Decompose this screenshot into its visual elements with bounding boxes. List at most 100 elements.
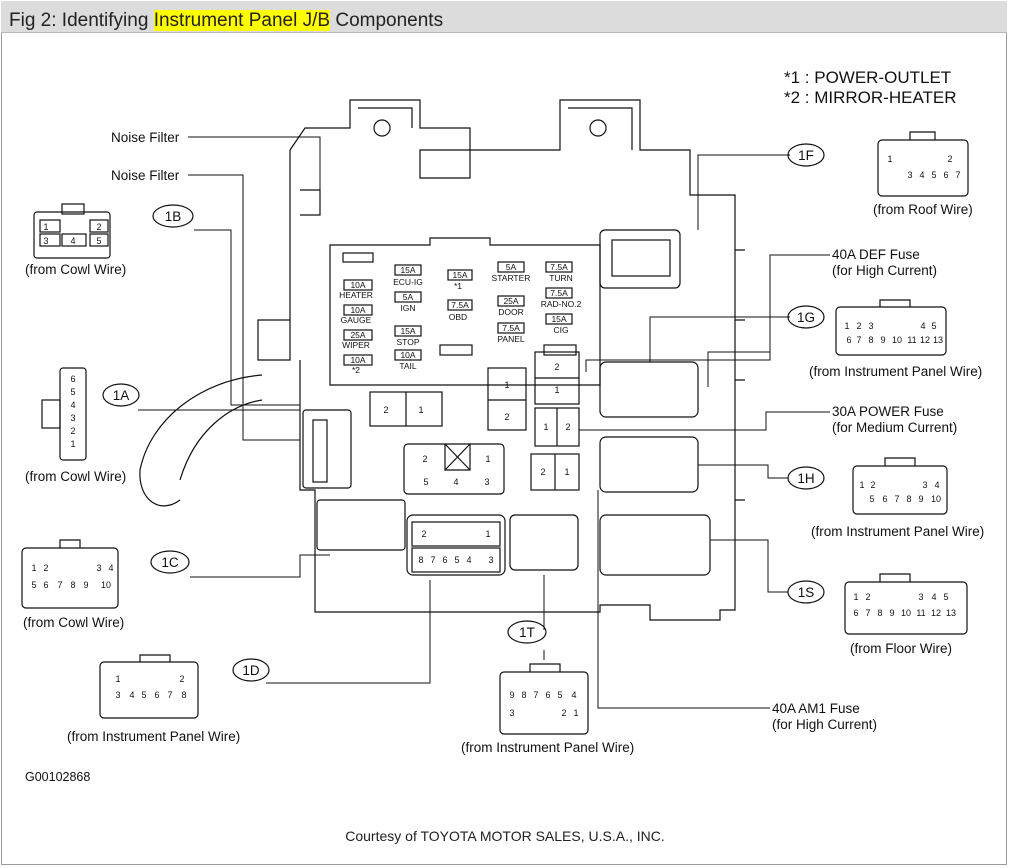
def-fuse-label: 40A DEF Fuse bbox=[832, 247, 920, 262]
svg-text:2: 2 bbox=[947, 154, 952, 164]
svg-text:1: 1 bbox=[504, 380, 509, 390]
fuse-door-amp: 25A bbox=[503, 296, 518, 306]
svg-text:3: 3 bbox=[922, 480, 927, 490]
svg-text:1: 1 bbox=[564, 467, 569, 477]
tag-1g: 1G bbox=[797, 310, 815, 325]
svg-text:2: 2 bbox=[554, 362, 559, 372]
svg-text:8: 8 bbox=[906, 494, 911, 504]
fuse-tail-amp: 10A bbox=[400, 350, 415, 360]
svg-text:10: 10 bbox=[901, 608, 911, 618]
fuse-radno2-amp: 7.5A bbox=[550, 288, 568, 298]
am1-fuse-label: 40A AM1 Fuse bbox=[772, 701, 860, 716]
fuse-ecuig-name: ECU-IG bbox=[393, 277, 423, 287]
fuse-panel-name: PANEL bbox=[497, 334, 525, 344]
svg-text:2: 2 bbox=[504, 412, 509, 422]
tag-1h: 1H bbox=[797, 471, 814, 486]
fuse-panel bbox=[329, 237, 601, 386]
svg-text:4: 4 bbox=[453, 477, 458, 487]
power-fuse-sublabel: (for Medium Current) bbox=[832, 420, 957, 435]
caption-1g: (from Instrument Panel Wire) bbox=[809, 364, 982, 379]
svg-text:2: 2 bbox=[383, 405, 388, 415]
svg-text:6: 6 bbox=[43, 580, 48, 590]
footer-credit: Courtesy of TOYOTA MOTOR SALES, U.S.A., … bbox=[345, 828, 665, 844]
svg-text:3: 3 bbox=[43, 236, 48, 246]
page-title: Fig 2: Identifying Instrument Panel J/B … bbox=[9, 9, 443, 33]
svg-text:2: 2 bbox=[43, 563, 48, 573]
svg-text:6: 6 bbox=[442, 555, 447, 565]
external-connectors bbox=[21, 131, 969, 735]
fuse-gauge-name: GAUGE bbox=[341, 315, 372, 325]
svg-text:1: 1 bbox=[844, 321, 849, 331]
fuse-wiper-name: WIPER bbox=[342, 340, 370, 350]
tag-1c: 1C bbox=[161, 555, 179, 570]
svg-text:1: 1 bbox=[70, 439, 75, 449]
svg-text:8: 8 bbox=[877, 608, 882, 618]
fuse-cig-amp: 15A bbox=[551, 314, 566, 324]
svg-text:5: 5 bbox=[423, 477, 428, 487]
svg-text:1: 1 bbox=[554, 385, 559, 395]
svg-text:11: 11 bbox=[907, 335, 916, 345]
fuse-obd-name: OBD bbox=[449, 312, 467, 322]
figure-code: G00102868 bbox=[25, 770, 90, 784]
tag-1f: 1F bbox=[798, 148, 814, 163]
caption-1t: (from Instrument Panel Wire) bbox=[461, 740, 634, 755]
fuse-starter-amp: 5A bbox=[506, 262, 517, 272]
svg-text:2: 2 bbox=[422, 454, 427, 464]
svg-text:7: 7 bbox=[167, 690, 172, 700]
fuse-mirror-amp: 10A bbox=[350, 355, 365, 365]
svg-text:5: 5 bbox=[557, 690, 562, 700]
svg-text:3: 3 bbox=[115, 690, 120, 700]
svg-text:9: 9 bbox=[83, 580, 88, 590]
fuse-ecuig-amp: 15A bbox=[400, 265, 415, 275]
svg-text:6: 6 bbox=[882, 494, 887, 504]
fuse-turn-name: TURN bbox=[549, 273, 573, 283]
svg-text:6: 6 bbox=[846, 335, 851, 345]
svg-text:4: 4 bbox=[70, 400, 75, 410]
svg-text:5: 5 bbox=[70, 387, 75, 397]
svg-text:3: 3 bbox=[907, 170, 912, 180]
fuse-gauge-amp: 10A bbox=[350, 305, 365, 315]
title-highlight: Instrument Panel J/B bbox=[153, 10, 331, 31]
svg-text:9: 9 bbox=[880, 335, 885, 345]
fuse-cig-name: CIG bbox=[553, 325, 568, 335]
svg-text:4: 4 bbox=[108, 563, 113, 573]
legend-line2: *2 : MIRROR-HEATER bbox=[784, 88, 957, 107]
caption-1d: (from Instrument Panel Wire) bbox=[67, 729, 240, 744]
def-fuse-sublabel: (for High Current) bbox=[832, 263, 937, 278]
fuse-ign-name: IGN bbox=[400, 303, 415, 313]
fuse-wiper-amp: 25A bbox=[350, 330, 365, 340]
fuse-starter-name: STARTER bbox=[492, 273, 531, 283]
svg-text:2: 2 bbox=[865, 592, 870, 602]
tag-1a: 1A bbox=[113, 388, 130, 403]
am1-fuse-sublabel: (for High Current) bbox=[772, 717, 877, 732]
fuse-heater-amp: 10A bbox=[350, 280, 365, 290]
fuse-radno2-name: RAD-NO.2 bbox=[541, 299, 582, 309]
svg-text:12: 12 bbox=[931, 608, 941, 618]
leader-lines bbox=[138, 136, 830, 709]
caption-1f: (from Roof Wire) bbox=[873, 202, 973, 217]
svg-text:4: 4 bbox=[931, 592, 936, 602]
svg-text:9: 9 bbox=[509, 690, 514, 700]
svg-text:2: 2 bbox=[856, 321, 861, 331]
caption-1h: (from Instrument Panel Wire) bbox=[811, 524, 984, 539]
svg-text:8: 8 bbox=[418, 555, 423, 565]
svg-text:9: 9 bbox=[918, 494, 923, 504]
noise-filter-label-1: Noise Filter bbox=[111, 130, 180, 145]
svg-text:10: 10 bbox=[892, 335, 902, 345]
svg-text:4: 4 bbox=[571, 690, 576, 700]
svg-text:5: 5 bbox=[931, 321, 936, 331]
title-bar: Fig 2: Identifying Instrument Panel J/B … bbox=[1, 1, 1007, 33]
tag-1b: 1B bbox=[165, 209, 182, 224]
svg-text:1: 1 bbox=[31, 563, 36, 573]
svg-text:4: 4 bbox=[466, 555, 471, 565]
fuse-stop-amp: 15A bbox=[400, 326, 415, 336]
svg-text:7: 7 bbox=[856, 335, 861, 345]
svg-text:13: 13 bbox=[933, 335, 943, 345]
fuse-heater-name: HEATER bbox=[339, 290, 373, 300]
svg-text:10: 10 bbox=[101, 580, 111, 590]
svg-text:8: 8 bbox=[70, 580, 75, 590]
svg-text:4: 4 bbox=[920, 321, 925, 331]
svg-text:5: 5 bbox=[943, 592, 948, 602]
